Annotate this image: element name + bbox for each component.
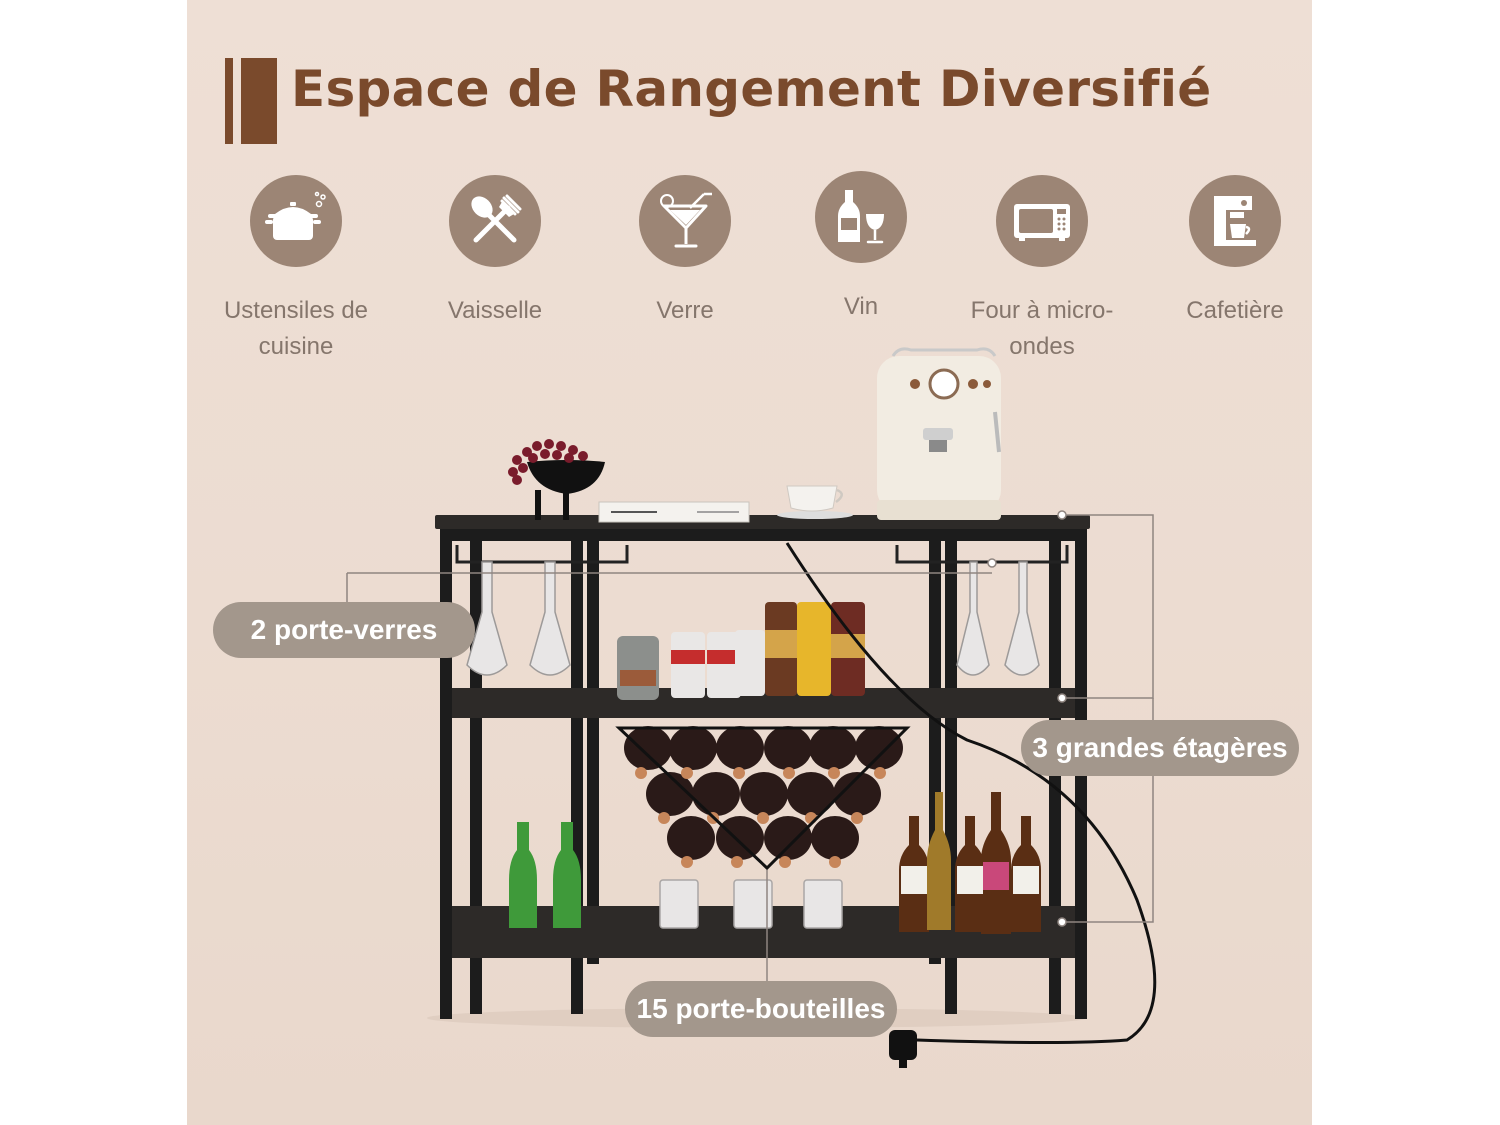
wine-rack — [615, 726, 911, 871]
bar-table-illustration — [346, 347, 1157, 1068]
feature-label: Vin — [843, 293, 879, 320]
coffee-cup — [777, 485, 853, 519]
feature-microwave: Four à micro-ondes — [939, 175, 1145, 365]
drinking-glasses — [659, 879, 843, 929]
feature-cooking-utensils: Ustensiles de cuisine — [196, 175, 396, 365]
feature-label: Verre — [656, 297, 714, 324]
decoration-book — [598, 501, 750, 523]
power-plug — [889, 1030, 917, 1068]
hanging-glasses — [466, 561, 1040, 676]
cocktail-glass-icon — [639, 175, 731, 267]
page-title: Espace de Rangement Diversifié — [291, 60, 1212, 118]
microwave-icon — [996, 175, 1088, 267]
feature-coffee-maker: Cafetière — [1135, 175, 1312, 329]
product-panel: Espace de Rangement Diversifié Ustensile… — [187, 0, 1312, 1125]
title-accent-bar — [225, 58, 233, 144]
espresso-machine — [877, 347, 1001, 520]
feature-label: Vaisselle — [447, 297, 543, 324]
power-cord — [785, 542, 1157, 1044]
feature-label: Ustensiles de cuisine — [223, 297, 369, 360]
cooking-pot-icon — [250, 175, 342, 267]
coffee-maker-icon — [1189, 175, 1281, 267]
table-frame — [435, 515, 1090, 1019]
feature-tableware: Vaisselle — [395, 175, 595, 329]
glass-holders — [455, 545, 1069, 564]
feature-glassware: Verre — [585, 175, 785, 329]
spoon-fork-icon — [449, 175, 541, 267]
callout-leader-lines — [346, 510, 1154, 981]
water-bottles — [509, 822, 581, 928]
callout-glass-holders: 2 porte-verres — [213, 602, 475, 658]
beverage-cans — [617, 602, 865, 700]
feature-wine: Vin — [761, 171, 961, 325]
title-accent-bar — [241, 58, 277, 144]
beer-bottles — [899, 792, 1041, 934]
wine-bottle-glass-icon — [815, 171, 907, 263]
feature-label: Four à micro-ondes — [970, 297, 1114, 360]
fruit-bowl — [508, 439, 605, 520]
feature-label: Cafetière — [1186, 297, 1284, 324]
callout-shelves: 3 grandes étagères — [1021, 720, 1299, 776]
callout-bottle-holders: 15 porte-bouteilles — [625, 981, 897, 1037]
